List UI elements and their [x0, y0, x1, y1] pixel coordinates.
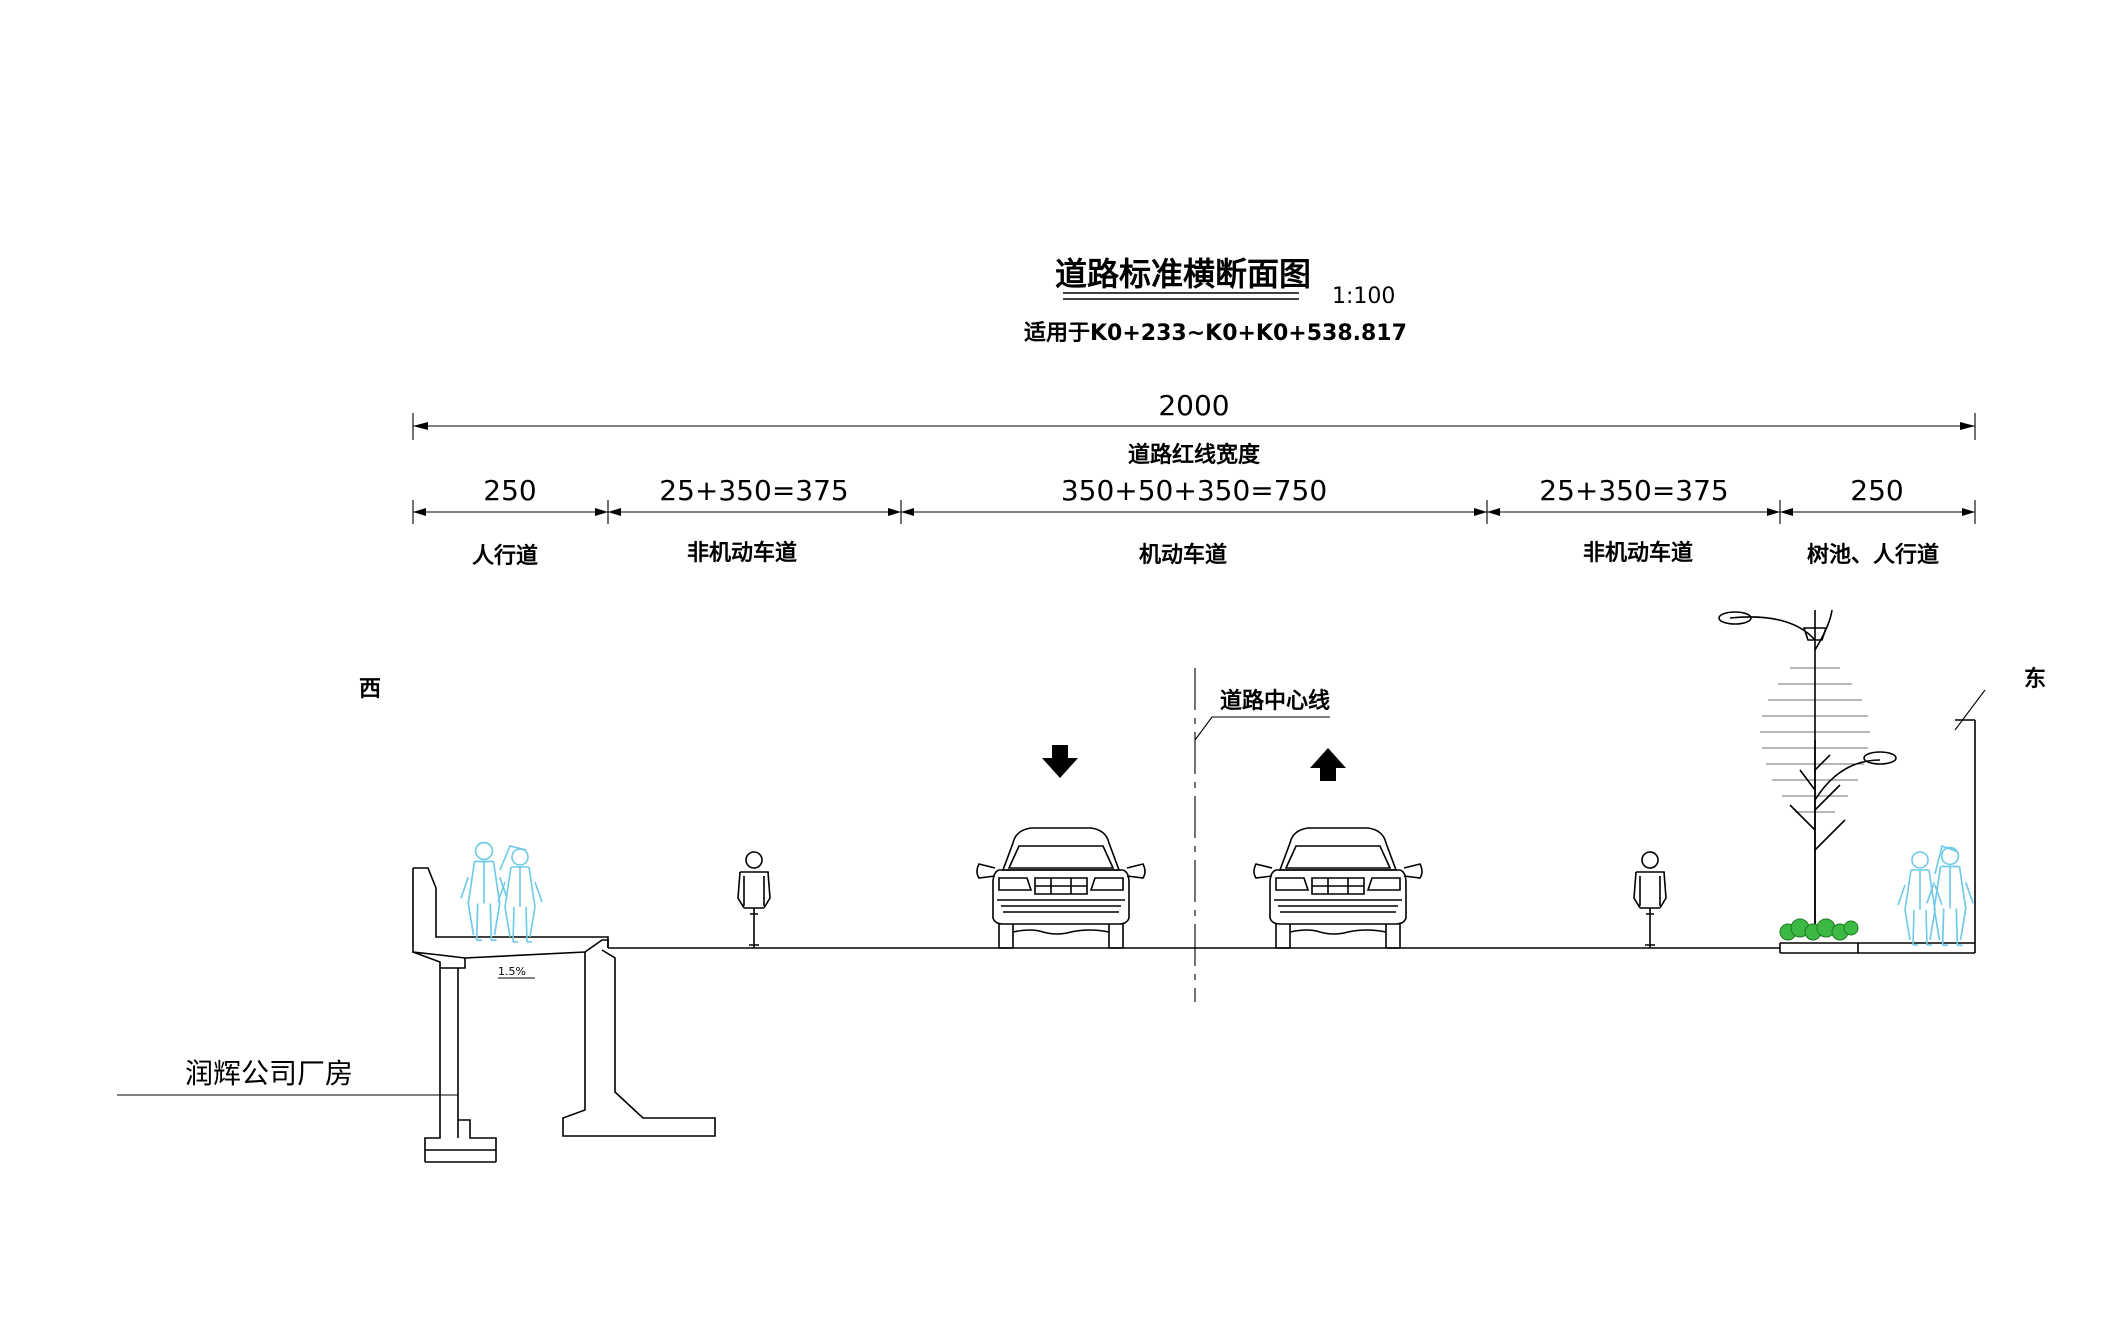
drawing-scale: 1:100: [1332, 284, 1395, 309]
arrow-up-icon: [1310, 748, 1346, 781]
slope-label: 1.5%: [498, 965, 526, 978]
arrow-down-icon: [1042, 745, 1078, 778]
segment-dim-4: 25+350=375: [1539, 474, 1728, 507]
segment-dim-3: 350+50+350=750: [1061, 474, 1327, 507]
total-width-label: 道路红线宽度: [1128, 442, 1261, 468]
applies-to-range: 适用于K0+233~K0+K0+538.817: [1024, 321, 1407, 346]
car-southbound: [976, 827, 1146, 949]
segment-label-5: 树池、人行道: [1807, 542, 1939, 568]
building-label: 润辉公司厂房: [185, 1057, 353, 1090]
segment-label-3: 机动车道: [1139, 542, 1227, 568]
total-width-dimension: 2000 道路红线宽度: [412, 389, 1976, 468]
title-block: 道路标准横断面图 1:100 适用于K0+233~K0+K0+538.817: [1024, 255, 1407, 346]
drawing-title: 道路标准横断面图: [1055, 255, 1311, 293]
shrubs: [1779, 918, 1859, 941]
segment-dim-1: 250: [483, 474, 536, 507]
centerline-label: 道路中心线: [1220, 688, 1330, 714]
cyclist-west: [737, 851, 771, 949]
segment-dim-2: 25+350=375: [659, 474, 848, 507]
east-label: 东: [2024, 666, 2046, 692]
car-northbound: [1253, 827, 1423, 949]
segment-dimensions: 250 25+350=375 350+50+350=750 25+350=375…: [412, 474, 1976, 569]
segment-label-2: 非机动车道: [687, 540, 797, 566]
segment-label-4: 非机动车道: [1583, 540, 1693, 566]
pedestrians-east: [1897, 844, 1974, 947]
west-wall-structure: 1.5% 润辉公司厂房: [117, 867, 716, 1163]
cyclist-east: [1633, 851, 1667, 949]
west-label: 西: [359, 677, 381, 702]
pedestrians-west: [460, 841, 543, 943]
segment-label-1: 人行道: [472, 543, 538, 569]
road-centerline: 道路中心线: [1194, 668, 1330, 1002]
street-light-icon: [1718, 609, 1897, 936]
segment-dim-5: 250: [1850, 474, 1903, 507]
road-surface: [608, 689, 1986, 954]
total-width-value: 2000: [1158, 389, 1229, 422]
